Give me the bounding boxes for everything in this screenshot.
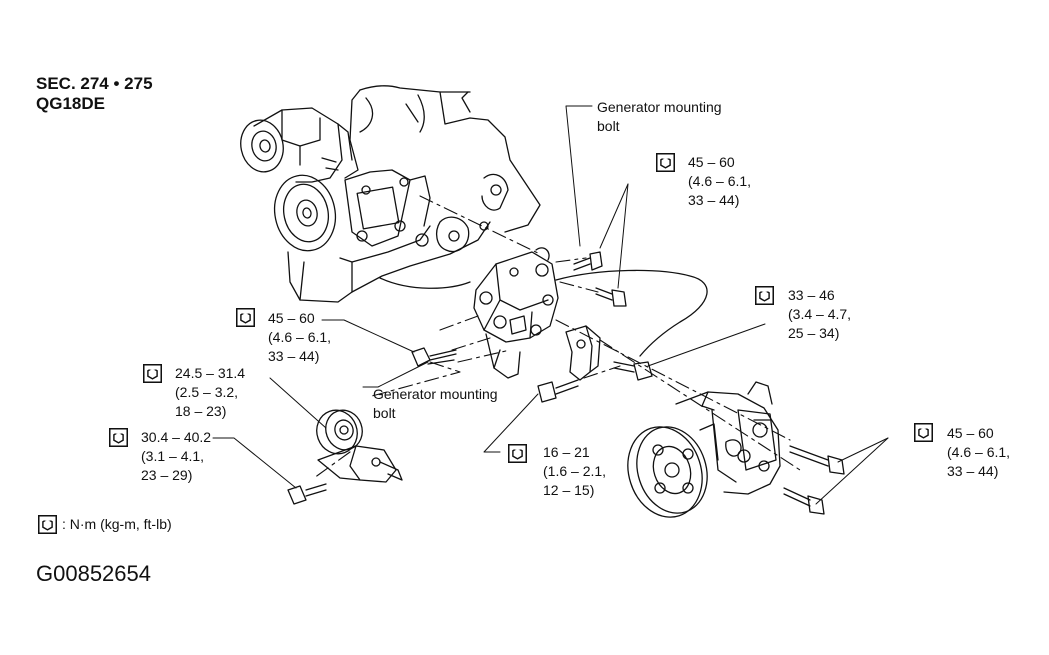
bolts <box>287 251 845 515</box>
torque-spec-7: 45 – 60 (4.6 – 6.1, 33 – 44) <box>947 424 1010 481</box>
torque-spec-4: 24.5 – 31.4 (2.5 – 3.2, 18 – 23) <box>175 364 245 421</box>
assembly-axes <box>313 195 801 479</box>
torque-wrench-icon <box>109 428 128 447</box>
pump-bracket <box>565 325 601 381</box>
torque-ftlb: 33 – 44) <box>688 192 740 208</box>
torque-spec-5: 30.4 – 40.2 (3.1 – 4.1, 23 – 29) <box>141 428 211 485</box>
generator-mounting-bolt-label-top: Generator mounting bolt <box>597 98 722 136</box>
label-line: Generator mounting <box>597 99 722 115</box>
leader-lines <box>212 105 889 505</box>
torque-spec-2: 33 – 46 (3.4 – 4.7, 25 – 34) <box>788 286 851 343</box>
torque-nm: 24.5 – 31.4 <box>175 365 246 381</box>
label-line: Generator mounting <box>373 386 498 402</box>
generator-bracket <box>473 247 559 379</box>
torque-kgm: (3.1 – 4.1, <box>141 448 205 464</box>
torque-nm: 30.4 – 40.2 <box>141 429 212 445</box>
torque-nm: 45 – 60 <box>947 425 994 441</box>
torque-spec-6: 16 – 21 (1.6 – 2.1, 12 – 15) <box>543 443 606 500</box>
label-line: bolt <box>597 118 620 134</box>
engine-block <box>240 85 541 303</box>
engine-model: QG18DE <box>36 94 105 113</box>
label-line: bolt <box>373 405 396 421</box>
torque-ftlb: 12 – 15) <box>543 482 595 498</box>
torque-ftlb: 18 – 23) <box>175 403 227 419</box>
torque-wrench-icon <box>236 308 255 327</box>
torque-spec-3: 45 – 60 (4.6 – 6.1, 33 – 44) <box>268 309 331 366</box>
torque-wrench-icon <box>143 364 162 383</box>
idler-assembly <box>316 409 403 483</box>
torque-nm: 16 – 21 <box>543 444 590 460</box>
torque-nm: 45 – 60 <box>688 154 735 170</box>
section-reference: SEC. 274 • 275 <box>36 74 153 93</box>
torque-wrench-icon <box>656 153 675 172</box>
torque-kgm: (2.5 – 3.2, <box>175 384 239 400</box>
torque-ftlb: 25 – 34) <box>788 325 840 341</box>
torque-ftlb: 33 – 44) <box>268 348 320 364</box>
torque-nm: 45 – 60 <box>268 310 315 326</box>
torque-wrench-icon <box>38 515 57 534</box>
torque-kgm: (4.6 – 6.1, <box>947 444 1011 460</box>
torque-kgm: (4.6 – 6.1, <box>688 173 752 189</box>
torque-kgm: (1.6 – 2.1, <box>543 463 607 479</box>
harness <box>379 269 708 357</box>
torque-nm: 33 – 46 <box>788 287 835 303</box>
torque-wrench-icon <box>755 286 774 305</box>
torque-wrench-icon <box>508 444 527 463</box>
figure-id: G00852654 <box>36 561 151 586</box>
torque-kgm: (3.4 – 4.7, <box>788 306 852 322</box>
generator-mounting-bolt-label-mid: Generator mounting bolt <box>373 385 498 423</box>
torque-ftlb: 33 – 44) <box>947 463 999 479</box>
torque-unit-legend: : N·m (kg-m, ft-lb) <box>62 516 172 532</box>
torque-ftlb: 23 – 29) <box>141 467 193 483</box>
torque-kgm: (4.6 – 6.1, <box>268 329 332 345</box>
torque-spec-1: 45 – 60 (4.6 – 6.1, 33 – 44) <box>688 153 751 210</box>
torque-wrench-icon <box>914 423 933 442</box>
